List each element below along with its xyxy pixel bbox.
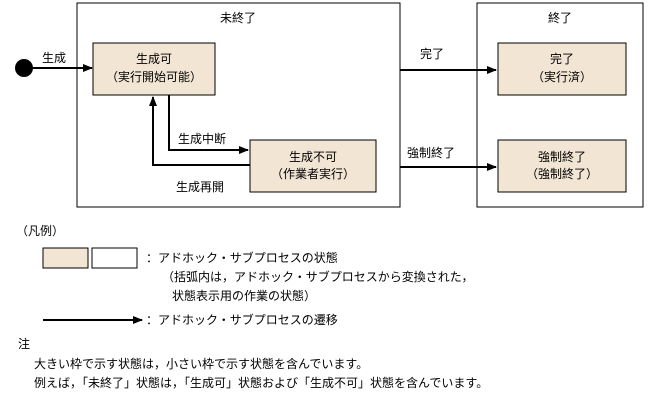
- state-completed-line1: 完了: [550, 51, 574, 66]
- transition-suspend-arrow: [168, 95, 249, 154]
- legend-transition-desc: ：アドホック・サブプロセスの遷移: [146, 313, 338, 327]
- note-heading: 注: [18, 337, 31, 351]
- transition-generate-label: 生成: [42, 51, 66, 65]
- legend-state-note-2: 状態表示用の作業の状態）: [172, 289, 317, 303]
- state-force-ended-line1: 強制終了: [538, 149, 586, 164]
- transition-suspend-label: 生成中断: [178, 131, 226, 146]
- transition-force-end-label: 強制終了: [407, 145, 455, 160]
- transition-resume-label: 生成再開: [176, 180, 224, 194]
- state-generatable-line2: （実行開始可能）: [106, 69, 202, 84]
- legend-state-desc: ：アドホック・サブプロセスの状態: [146, 251, 338, 265]
- state-force-ended-line2: （強制終了）: [526, 166, 598, 181]
- legend-title: （凡例）: [16, 224, 65, 238]
- legend-state-note-1: （括弧内は，アドホック・サブプロセスから変換された，: [162, 270, 474, 284]
- state-force-ended: [497, 139, 627, 193]
- state-generatable: [92, 42, 216, 96]
- state-completed: [497, 42, 627, 96]
- group-unfinished-label: 未終了: [220, 10, 256, 25]
- transition-resume-arrow: [149, 96, 250, 166]
- legend-state-box-filled: [42, 247, 89, 269]
- note-line-2: 例えば，「未終了」状態は，「生成可」状態および「生成不可」状態を含んでいます。: [34, 376, 489, 390]
- state-not-generatable-line2: （作業者実行）: [271, 166, 355, 181]
- state-completed-line2: （実行済）: [532, 69, 592, 84]
- group-finished-label: 終了: [548, 10, 572, 25]
- state-generatable-line1: 生成可: [136, 52, 172, 66]
- state-not-generatable-line1: 生成不可: [289, 150, 337, 164]
- legend-state-box-empty: [91, 247, 138, 269]
- initial-state-dot: [15, 59, 33, 77]
- note-line-1: 大きい枠で示す状態は，小さい枠で示す状態を含んでいます。: [34, 357, 369, 371]
- transition-complete-label: 完了: [420, 46, 444, 61]
- state-not-generatable: [249, 139, 377, 193]
